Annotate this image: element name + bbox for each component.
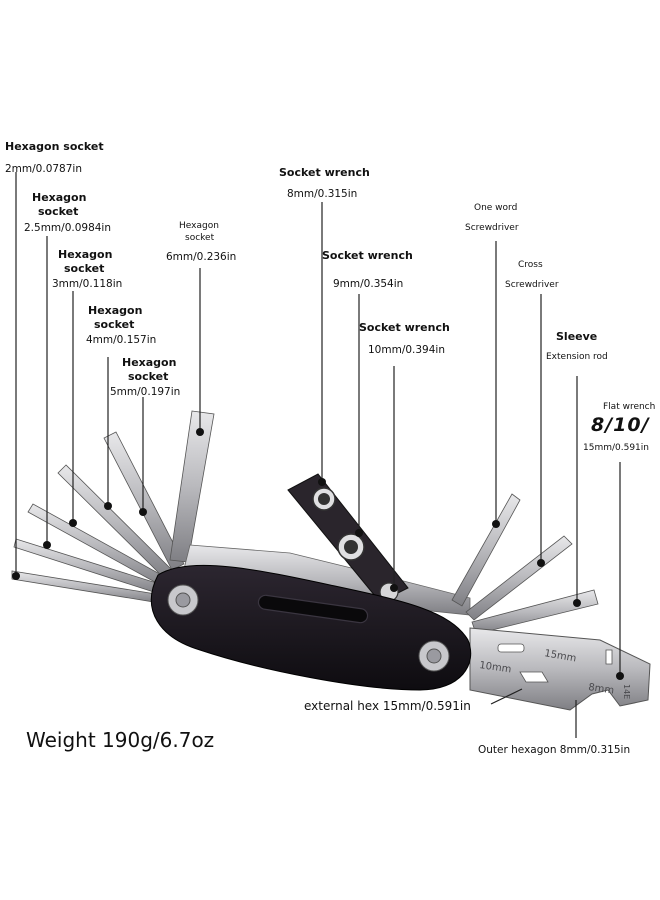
label-hex4-title-2: socket	[94, 318, 135, 331]
label-hex3-title-2: socket	[64, 262, 105, 275]
label-hex6-size: 6mm/0.236in	[166, 251, 237, 263]
label-hex4-title-1: Hexagon	[88, 304, 143, 317]
label-outer-hex: Outer hexagon 8mm/0.315in	[478, 744, 631, 756]
body-screw-right	[418, 640, 450, 672]
label-sleeve-sub: Extension rod	[546, 352, 608, 362]
label-hex2-size: 2mm/0.0787in	[5, 163, 82, 175]
label-oneword-2: Screwdriver	[465, 223, 519, 233]
tool-body	[150, 564, 472, 691]
label-hex2-title: Hexagon socket	[5, 140, 104, 153]
label-hex5-title-1: Hexagon	[122, 356, 177, 369]
label-hex25-title-2: socket	[38, 205, 79, 218]
etch-8mm: 8mm	[588, 682, 615, 696]
leader-dots	[12, 428, 624, 680]
etch-10mm: 10mm	[479, 660, 512, 675]
label-external-hex: external hex 15mm/0.591in	[304, 699, 471, 713]
hex-key-6mm	[169, 410, 215, 563]
label-hex4-size: 4mm/0.157in	[86, 334, 157, 346]
label-flat-logo: 8/10/	[591, 414, 650, 436]
socket-wrench-arm	[287, 473, 409, 603]
label-flat-size: 15mm/0.591in	[583, 443, 649, 453]
leader-lines	[15, 172, 621, 738]
label-sw9-size: 9mm/0.354in	[333, 278, 404, 290]
label-oneword-1: One word	[474, 203, 518, 213]
label-sleeve-title: Sleeve	[556, 330, 598, 343]
label-hex25-title-1: Hexagon	[32, 191, 87, 204]
label-hex5-title-2: socket	[128, 370, 169, 383]
label-sw8-size: 8mm/0.315in	[287, 188, 358, 200]
cross-screwdriver-bit	[465, 535, 573, 621]
label-hex3-title-1: Hexagon	[58, 248, 113, 261]
flat-wrench-plate	[469, 627, 651, 711]
flat-screwdriver-bit	[451, 493, 521, 607]
label-cross-2: Screwdriver	[505, 280, 559, 290]
label-hex5-size: 5mm/0.197in	[110, 386, 181, 398]
label-cross-1: Cross	[518, 260, 543, 270]
label-sw9-title: Socket wrench	[322, 249, 413, 262]
etch-14e: 14E	[622, 684, 631, 699]
label-sw10-size: 10mm/0.394in	[368, 344, 445, 356]
label-hex25-size: 2.5mm/0.0984in	[24, 222, 112, 234]
label-flat-title: Flat wrench	[603, 402, 656, 412]
label-hex3-size: 3mm/0.118in	[52, 278, 123, 290]
weight-label: Weight 190g/6.7oz	[26, 728, 215, 752]
label-hex6-title-2: socket	[185, 233, 215, 243]
label-sw10-title: Socket wrench	[359, 321, 450, 334]
label-hex6-title-1: Hexagon	[179, 221, 219, 231]
body-screw-left	[167, 584, 199, 616]
label-sw8-title: Socket wrench	[279, 166, 370, 179]
